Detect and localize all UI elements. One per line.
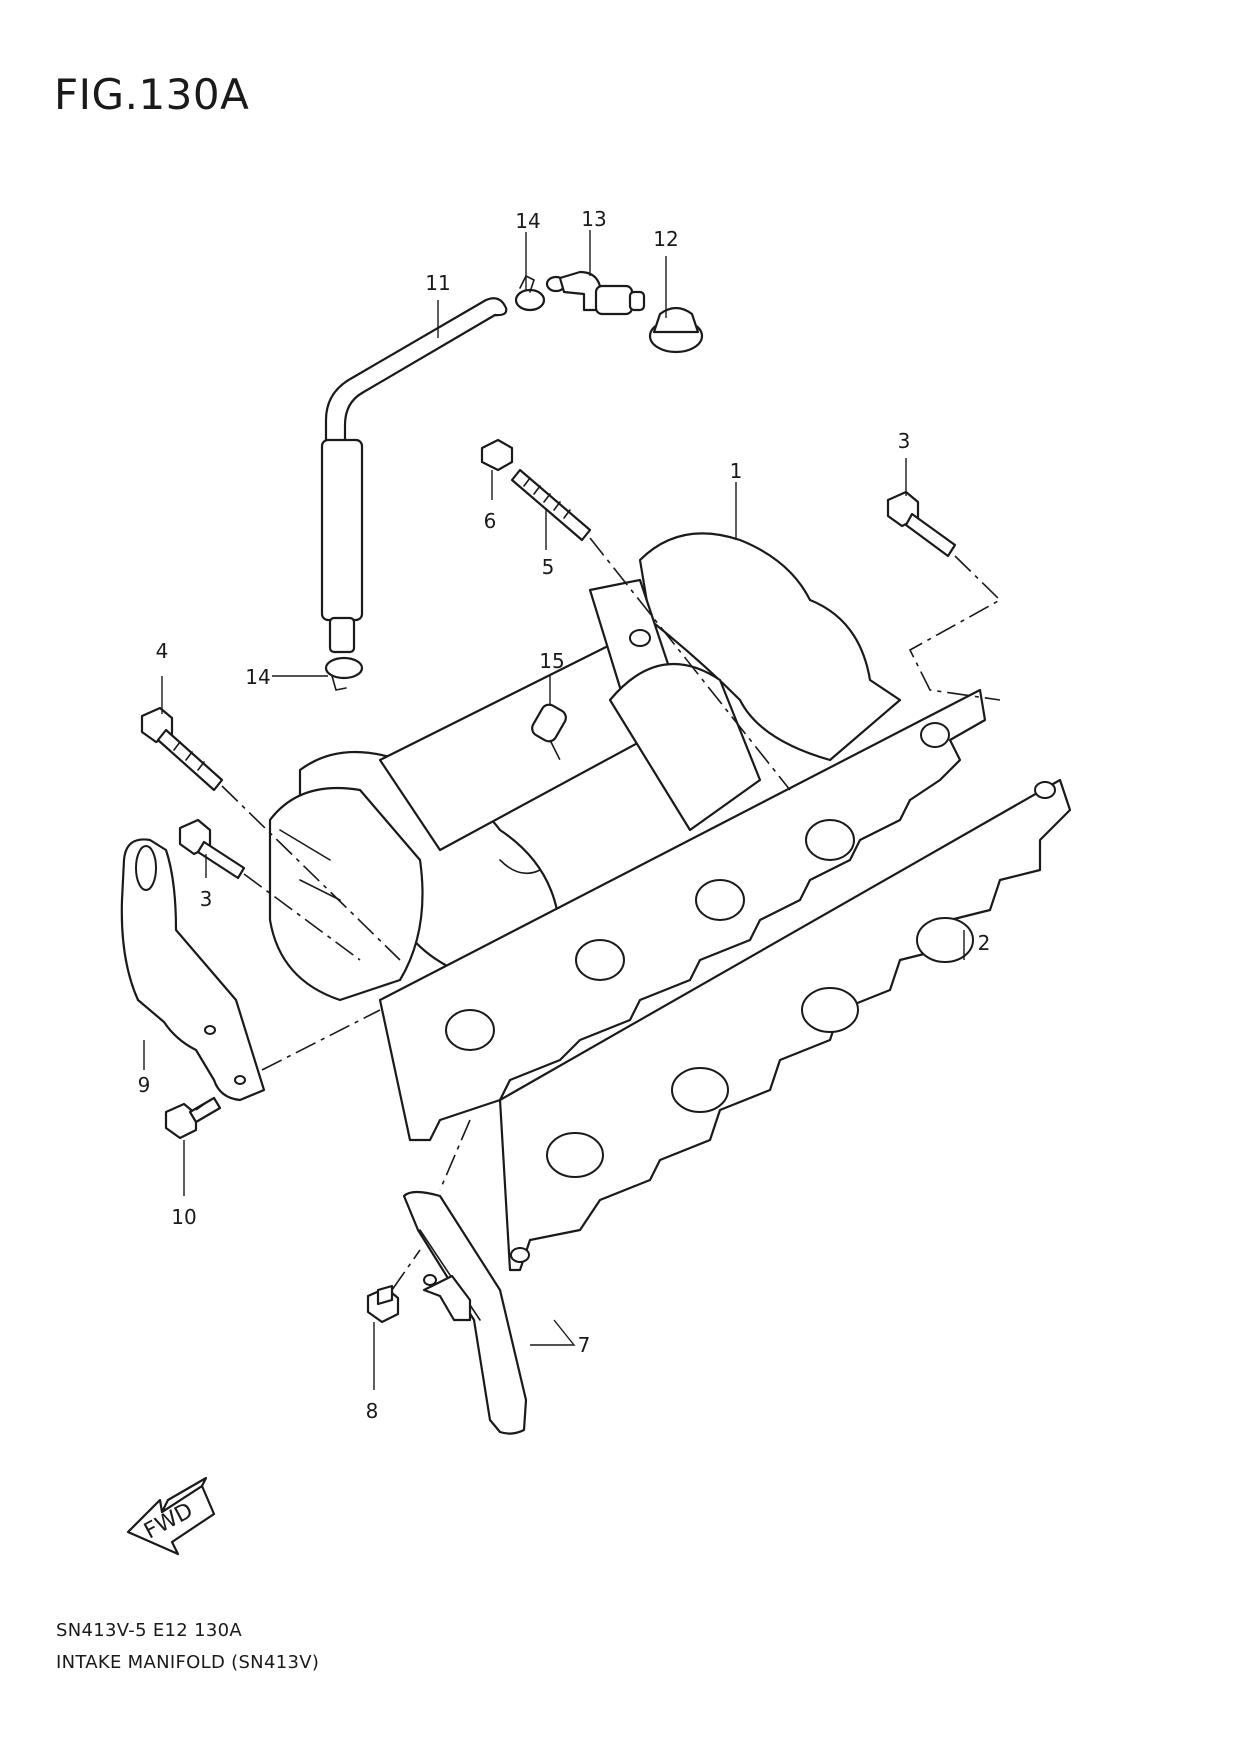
callout-14-lower: 14 (245, 665, 270, 689)
callout-3-upper: 3 (898, 429, 911, 453)
elbow-fitting-part-13[interactable] (545, 270, 646, 316)
bolt-part-3-lower[interactable] (178, 818, 246, 880)
dowel-part-15[interactable] (529, 702, 569, 744)
callout-6: 6 (484, 509, 497, 533)
assembly-lines (195, 537, 1002, 1291)
gasket-part-2[interactable] (498, 778, 1072, 1272)
callout-labels: 1 2 3 3 4 5 6 7 8 9 10 11 12 13 14 14 15 (138, 207, 991, 1423)
stud-part-5[interactable] (510, 468, 592, 542)
callout-15: 15 (539, 649, 564, 673)
hose-part-11[interactable] (320, 297, 508, 654)
bracket-part-7[interactable] (402, 1190, 528, 1435)
callout-11: 11 (425, 271, 450, 295)
bolt-part-4[interactable] (140, 706, 224, 792)
grommet-part-12[interactable] (648, 306, 704, 354)
bolt-part-8[interactable] (366, 1284, 400, 1324)
fwd-arrow-icon: FWD (126, 1476, 216, 1556)
callout-3-lower: 3 (200, 887, 213, 911)
callout-9: 9 (138, 1073, 151, 1097)
figure-title: FIG.130A (54, 70, 250, 119)
nut-part-6[interactable] (480, 438, 514, 472)
bolt-part-10[interactable] (164, 1096, 222, 1140)
callout-10: 10 (171, 1205, 196, 1229)
callout-13: 13 (581, 207, 606, 231)
callout-8: 8 (366, 1399, 379, 1423)
manifold-flange-part-1[interactable] (378, 688, 987, 1142)
callout-1: 1 (730, 459, 743, 483)
clamp-part-14-lower[interactable] (324, 656, 364, 691)
manifold-body-part-1[interactable] (268, 532, 902, 1002)
drawing-caption: INTAKE MANIFOLD (SN413V) (56, 1652, 320, 1673)
callout-leaders (143, 230, 965, 1390)
callout-14-upper: 14 (515, 209, 540, 233)
clamp-part-14-upper[interactable] (514, 274, 546, 312)
callout-2: 2 (978, 931, 991, 955)
callout-4: 4 (156, 639, 169, 663)
bolt-part-3-upper[interactable] (886, 490, 957, 558)
bracket-part-9[interactable] (120, 838, 266, 1102)
callout-12: 12 (653, 227, 678, 251)
callout-7: 7 (578, 1333, 591, 1357)
callout-5: 5 (542, 555, 555, 579)
drawing-code: SN413V-5 E12 130A (56, 1620, 242, 1641)
